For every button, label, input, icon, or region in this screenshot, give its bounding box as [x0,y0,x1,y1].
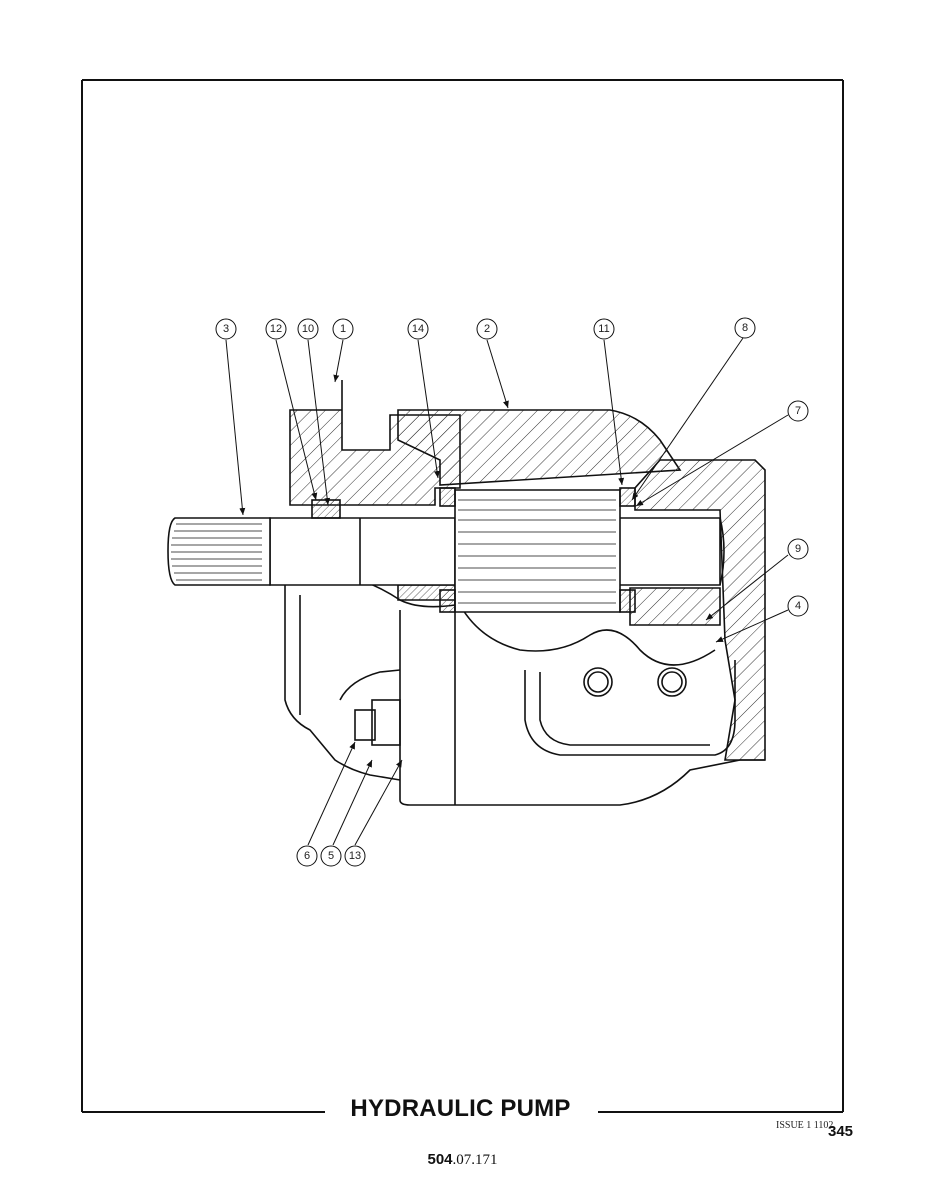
page-title: HYDRAULIC PUMP [350,1095,571,1122]
svg-text:3: 3 [223,323,229,335]
callout-7: 7 [787,400,809,422]
leader-lines [225,337,789,846]
svg-text:9: 9 [795,543,801,555]
svg-text:12: 12 [270,323,282,335]
svg-text:8: 8 [742,322,748,334]
callout-10: 10 [297,318,319,340]
svg-text:6: 6 [304,850,310,862]
svg-text:14: 14 [412,323,424,335]
svg-text:11: 11 [598,323,609,335]
svg-text:2: 2 [484,323,490,335]
svg-text:4: 4 [795,600,801,612]
housing-section [397,409,682,486]
svg-text:7: 7 [795,405,801,417]
document-reference: 504.07.171 [0,1151,925,1169]
callout-6: 6 [296,845,318,867]
svg-text:5: 5 [328,850,334,862]
callouts: 3 12 10 1 14 2 11 8 7 9 4 6 5 13 [215,317,809,867]
doc-ref-rest: .07.171 [452,1152,498,1168]
callout-12: 12 [265,318,287,340]
doc-ref-bold: 504 [427,1151,453,1168]
svg-text:1: 1 [340,323,346,335]
shaft [269,517,456,586]
callout-9: 9 [787,538,809,560]
callout-8: 8 [734,317,756,339]
page-number: 345 [828,1123,854,1140]
callout-14: 14 [407,318,429,340]
svg-text:10: 10 [302,323,314,335]
svg-text:13: 13 [349,850,361,862]
gear [454,489,621,613]
spline-shaft-end [167,517,271,586]
callout-11: 11 [593,318,615,340]
callout-5: 5 [320,845,342,867]
callout-1: 1 [332,318,354,340]
page-border [81,79,844,1113]
callout-2: 2 [476,318,498,340]
callout-4: 4 [787,595,809,617]
issue-label: ISSUE 1 1102 [776,1120,834,1131]
pump-drawing [167,380,766,806]
callout-3: 3 [215,318,237,340]
callout-13: 13 [344,845,366,867]
